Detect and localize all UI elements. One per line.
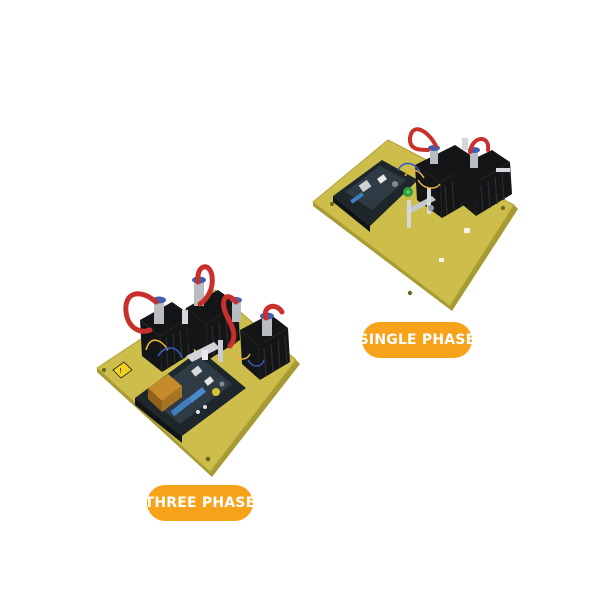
three-phase-board-icon: !: [96, 264, 300, 477]
single-phase-board-icon: [312, 127, 518, 311]
svg-text:!: !: [119, 367, 122, 375]
three-phase-label: THREE PHASE: [145, 485, 255, 521]
single-phase-label: SINGLE PHASE: [359, 322, 475, 358]
